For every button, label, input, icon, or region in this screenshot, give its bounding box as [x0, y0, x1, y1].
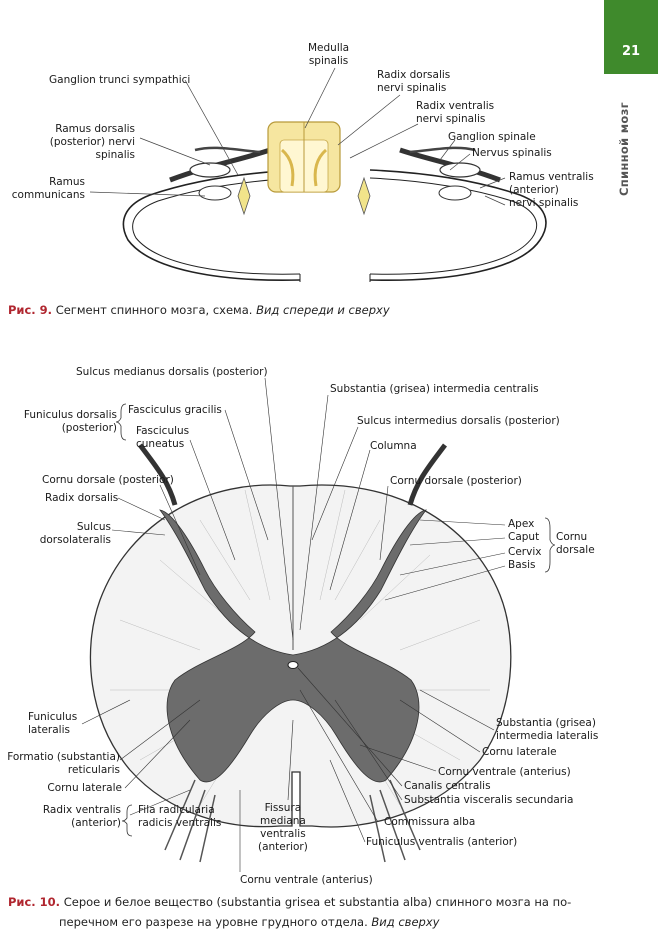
fig10-label-sulcus-dorsolateralis: Sulcus dorsolateralis — [39, 521, 111, 546]
fig10-label-columna: Columna — [370, 440, 417, 452]
fig10-label-cervix: Cervix — [508, 546, 542, 558]
fig9-label-medulla: Medulla spinalis — [308, 42, 350, 67]
fig9-label-nervus-spinalis: Nervus spinalis — [472, 147, 552, 159]
figure10-caption-line2: перечном его разрезе на уровне грудного … — [59, 915, 368, 929]
fig10-label-fila-radicularia: Fila radicularia radicis ventralis — [138, 804, 222, 829]
figure9-caption-view: Вид спереди и сверху — [256, 303, 390, 317]
fig10-label-cornu-laterale-right: Cornu laterale — [482, 746, 557, 758]
fig10-label-fissura-mediana: Fissura mediana ventralis (anterior) — [258, 802, 308, 853]
fig9-label-ramus-ventralis: Ramus ventralis (anterior) nervi spinali… — [509, 171, 594, 209]
figure10-caption: Рис. 10. Серое и белое вещество (substan… — [8, 892, 571, 932]
fig10-label-sulcus-medianus: Sulcus medianus dorsalis (posterior) — [76, 366, 268, 378]
figure9-caption-text: Сегмент спинного мозга, схема. — [55, 303, 253, 317]
figure10-caption-line1: Серое и белое вещество (substantia grise… — [63, 895, 572, 909]
fig10-label-substantia-intermedia: Substantia (grisea) intermedia centralis — [330, 383, 539, 395]
fig9-label-ganglion-spinale: Ganglion spinale — [448, 131, 536, 143]
fig10-label-basis: Basis — [508, 559, 536, 571]
fig10-label-funiculus-ventralis: Funiculus ventralis (anterior) — [366, 836, 518, 848]
fig10-label-radix-ventralis: Radix ventralis (anterior) — [42, 804, 121, 829]
fig10-label-funiculus-dorsalis: Funiculus dorsalis (posterior) — [23, 409, 117, 434]
figure9-caption-number: Рис. 9. — [8, 303, 53, 317]
fig10-label-formatio-reticularis: Formatio (substantia) reticularis — [7, 751, 120, 776]
fig9-label-ganglion-trunci: Ganglion trunci sympathici — [49, 74, 191, 86]
fig10-label-cornu-ventrale-right: Cornu ventrale (anterius) — [438, 766, 571, 778]
fig10-label-cornu-dorsale-right: Cornu dorsale (posterior) — [390, 475, 522, 487]
fig10-label-canalis-centralis: Canalis centralis — [404, 780, 491, 792]
fig10-label-cornu-laterale-left: Cornu laterale — [47, 782, 122, 794]
figure10-caption-view: Вид сверху — [371, 915, 440, 929]
fig10-label-cornu-dorsale-group: Cornu dorsale — [556, 531, 595, 556]
fig9-label-radix-ventralis: Radix ventralis nervi spinalis — [416, 100, 495, 125]
fig10-label-fasciculus-gracilis: Fasciculus gracilis — [128, 404, 222, 416]
fig10-label-sulcus-intermedius: Sulcus intermedius dorsalis (posterior) — [357, 415, 560, 427]
fig9-label-ramus-dorsalis: Ramus dorsalis (posterior) nervi spinali… — [49, 123, 135, 161]
fig9-label-ramus-communicans: Ramus communicans — [11, 176, 85, 201]
fig10-label-commissura-alba: Commissura alba — [384, 816, 476, 828]
body-wall-outline — [122, 169, 547, 282]
fig10-label-apex: Apex — [508, 518, 535, 530]
grey-matter — [159, 509, 427, 783]
fig10-label-radix-dorsalis: Radix dorsalis — [45, 492, 119, 504]
figure9-caption: Рис. 9. Сегмент спинного мозга, схема. В… — [8, 300, 390, 320]
page-number: 21 — [621, 44, 641, 59]
fig9-label-radix-dorsalis: Radix dorsalis nervi spinalis — [377, 69, 451, 94]
fig10-label-fasciculus-cuneatus: Fasciculus cuneatus — [136, 425, 190, 450]
fig10-label-substantia-lateralis: Substantia (grisea) intermedia lateralis — [496, 717, 599, 742]
fig10-label-funiculus-lateralis: Funiculus lateralis — [28, 711, 78, 736]
fig10-label-cornu-dorsale-left: Cornu dorsale (posterior) — [42, 474, 174, 486]
fig10-label-caput: Caput — [508, 531, 540, 543]
fig10-label-substantia-visceralis: Substantia visceralis secundaria — [404, 794, 574, 806]
page-number-tab: 21 — [604, 0, 658, 74]
figure10-caption-number: Рис. 10. — [8, 895, 61, 909]
fig10-label-cornu-ventrale-bottom: Cornu ventrale (anterius) — [240, 874, 373, 886]
